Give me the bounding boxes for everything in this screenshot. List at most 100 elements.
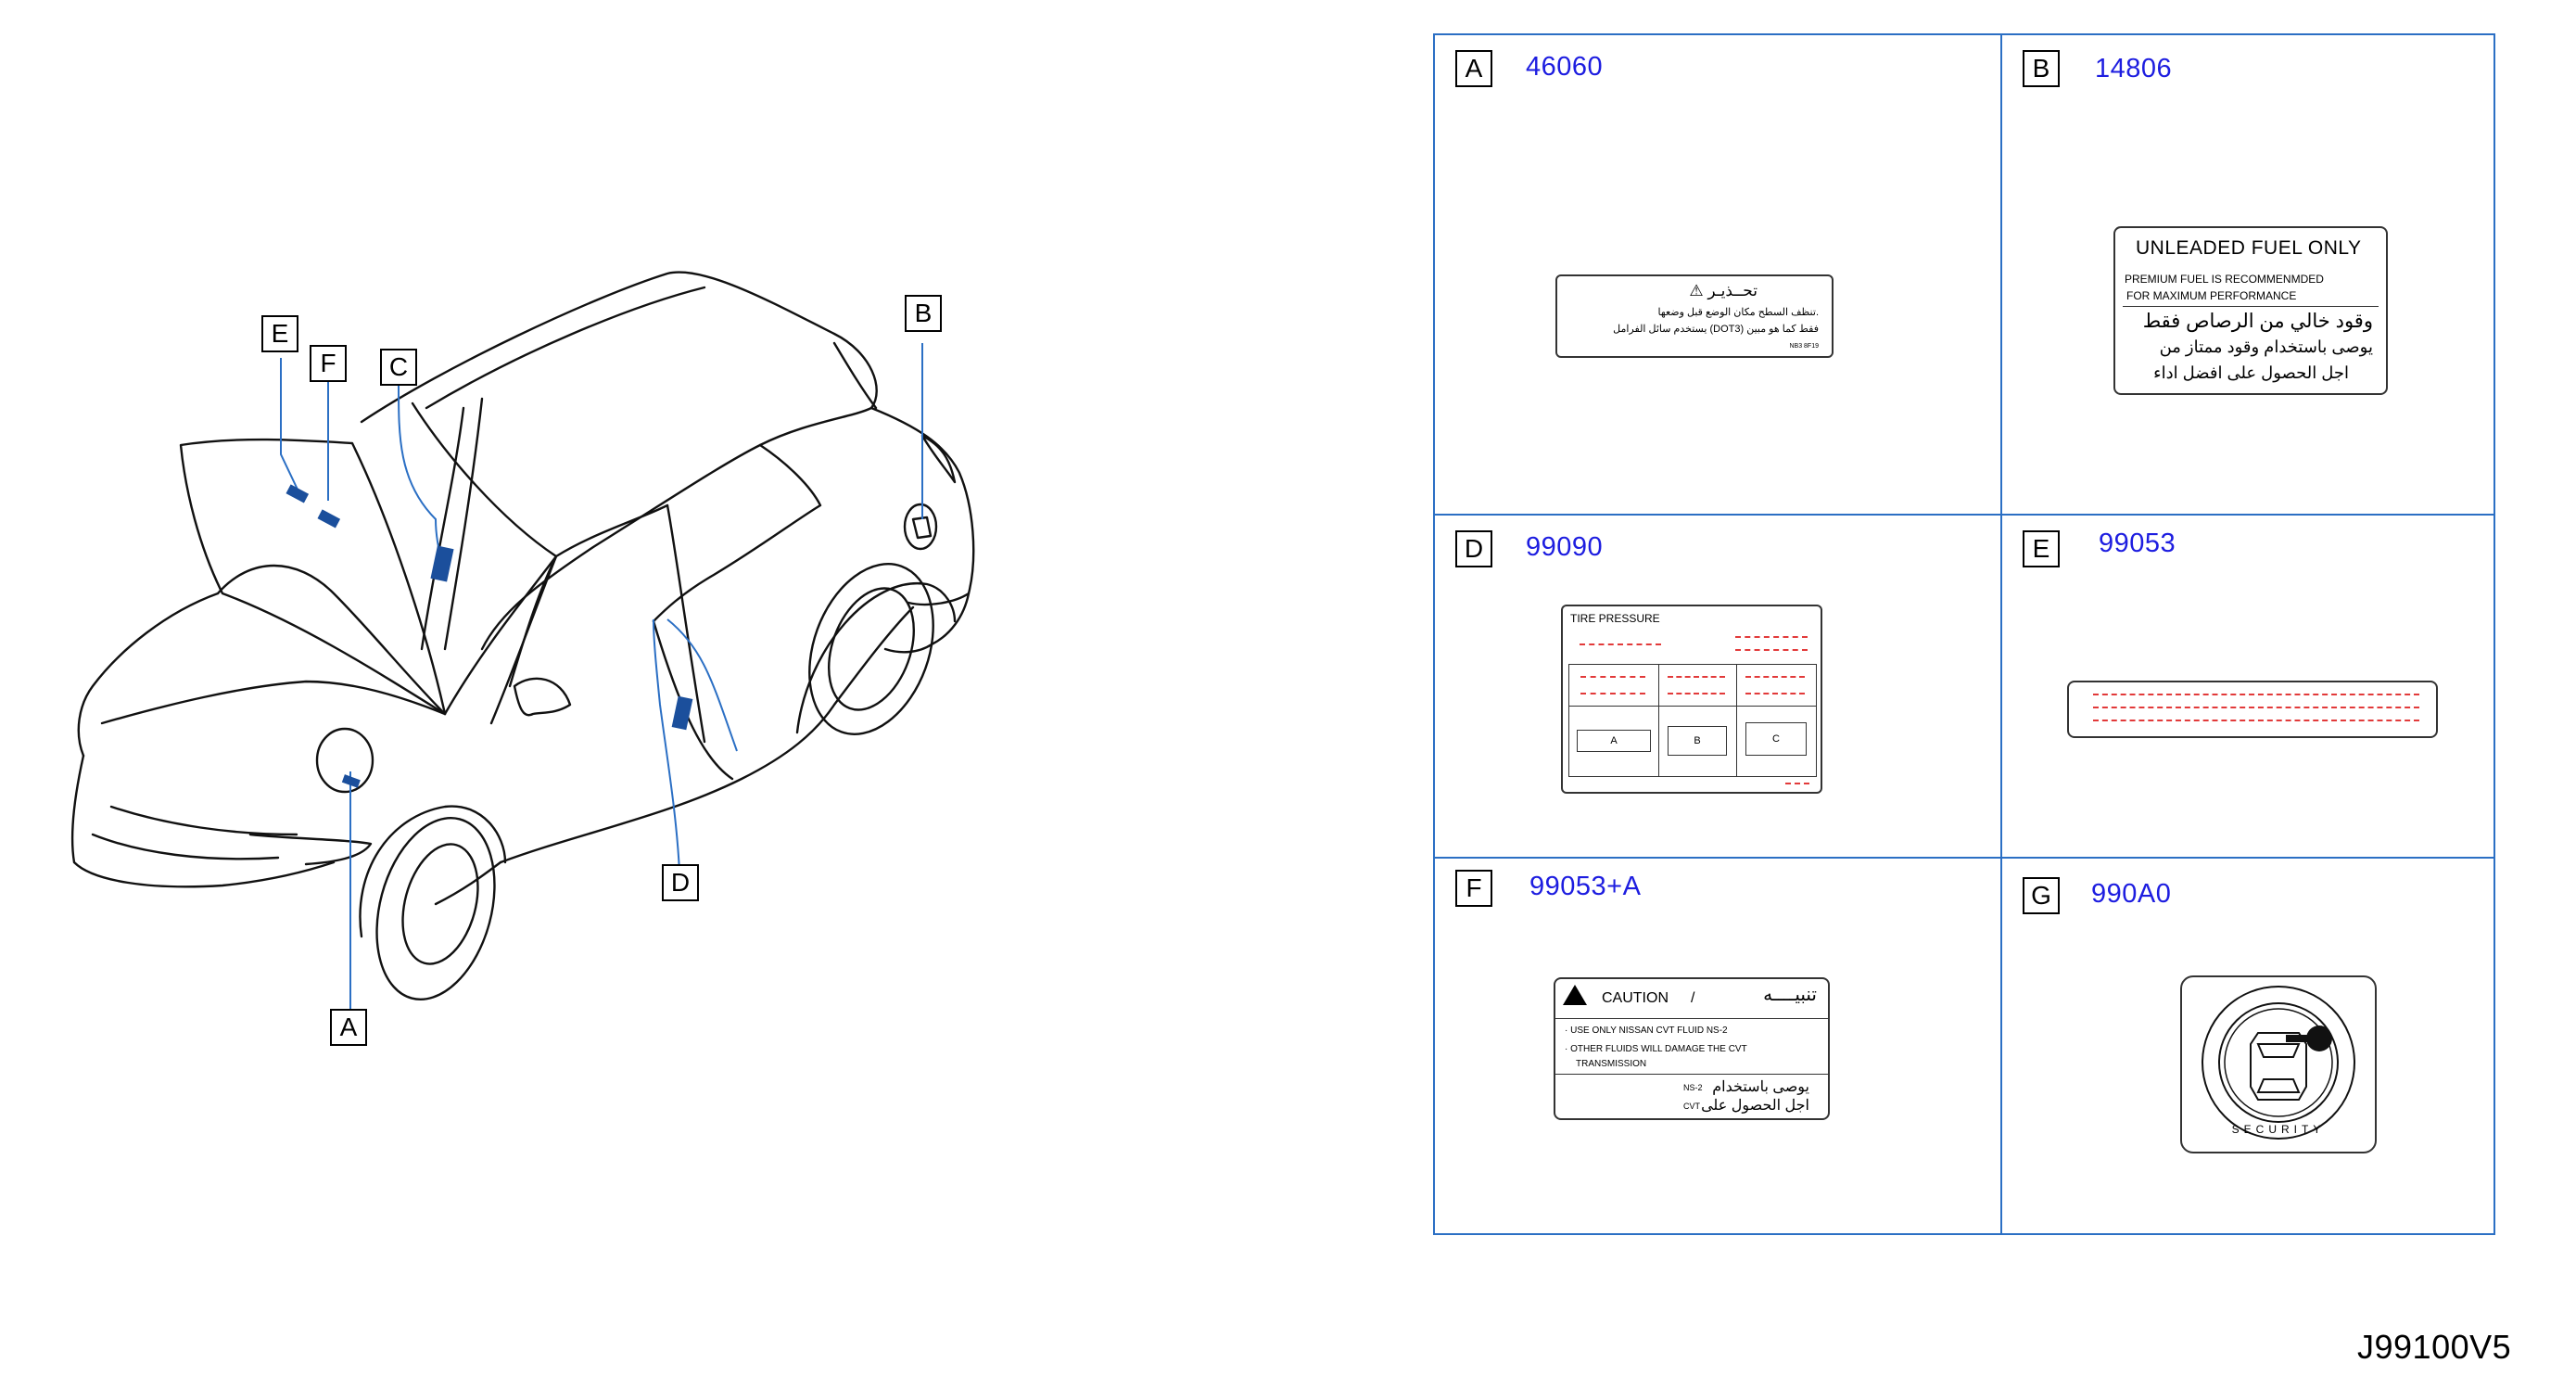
callout-e: E (261, 315, 298, 352)
label-d-table: A B C (1568, 664, 1817, 777)
cell-g-letter: G (2023, 877, 2060, 914)
label-d-title: TIRE PRESSURE (1570, 612, 1660, 625)
rear-pillar (832, 341, 878, 410)
callout-a: A (330, 1009, 367, 1046)
brake-fluid-reservoir (315, 727, 374, 794)
key-fob-icon (2306, 1026, 2332, 1051)
label-a-title: ⚠ تحــذيـر (1689, 282, 1758, 299)
label-a-line2: يستخدم سائل الفرامل (DOT3) فقط كما هو مب… (1613, 324, 1819, 335)
label-d: TIRE PRESSURE A B C (1561, 605, 1822, 794)
label-d-box-b: B (1668, 726, 1727, 756)
front-window (508, 503, 669, 688)
label-d-box-c: C (1745, 722, 1807, 756)
label-b-line1: PREMIUM FUEL IS RECOMMENMDED (2125, 273, 2324, 286)
label-d-dash-2 (1735, 636, 1808, 638)
cell-g: G 990A0 SECURITY (2002, 859, 2494, 1233)
cell-a: A 46060 ⚠ تحــذيـر تنظف السطح مكان الوضع… (1435, 35, 2000, 514)
roof-outline (360, 271, 878, 651)
body-side-lower (499, 605, 915, 864)
label-f-arabic-2-code: CVT (1683, 1102, 1700, 1111)
engine-bay (100, 680, 447, 725)
callout-d: D (662, 864, 699, 901)
rear-window-frame (652, 443, 822, 623)
mirror (513, 677, 572, 717)
rear-door-edge (652, 619, 734, 781)
tail-light (920, 434, 957, 484)
label-b-arabic-1: وقود خالي من الرصاص فقط (2142, 311, 2373, 332)
label-f-arabic-title: تنبيــــه (1763, 985, 1817, 1005)
label-d-dash-3 (1735, 649, 1808, 651)
cell-d-letter: D (1455, 530, 1492, 567)
grid-divider-row2 (1435, 857, 2494, 859)
cell-b: B 14806 UNLEADED FUEL ONLY PREMIUM FUEL … (2002, 35, 2494, 514)
fuel-door (903, 503, 938, 551)
rear-wheel (808, 563, 934, 735)
front-grille (91, 833, 280, 860)
front-wheel (375, 816, 496, 1001)
label-e (2067, 681, 2438, 738)
leader-d2 (666, 618, 738, 752)
document-code: J99100V5 (2357, 1328, 2512, 1366)
leader-e (280, 358, 299, 492)
label-b-line2: FOR MAXIMUM PERFORMANCE (2126, 289, 2297, 302)
label-b: UNLEADED FUEL ONLY PREMIUM FUEL IS RECOM… (2113, 226, 2388, 395)
hood-inner (216, 564, 447, 716)
cell-e-letter: E (2023, 530, 2060, 567)
cell-f-letter: F (1455, 870, 1492, 907)
label-b-arabic-3: اجل الحصول على افضل اداء (2153, 363, 2349, 382)
front-wheel-hub (401, 843, 479, 965)
label-f-arabic-1-code: NS-2 (1683, 1083, 1703, 1092)
rear-wheel-hub (827, 587, 916, 711)
cell-g-part-number: 990A0 (2091, 879, 2172, 909)
label-g: SECURITY (2180, 975, 2377, 1153)
label-d-dash-1 (1580, 643, 1661, 645)
label-f: CAUTION / تنبيــــه · USE ONLY NISSAN CV… (1554, 977, 1830, 1120)
fuel-door-inner (911, 516, 933, 540)
cell-f: F 99053+A CAUTION / تنبيــــه · USE ONLY… (1435, 859, 2000, 1233)
callout-b: B (905, 295, 942, 332)
marker-e (286, 484, 310, 503)
callout-f: F (310, 345, 347, 382)
label-a-small: NB3 8F19 (1789, 343, 1819, 350)
label-b-divider (2123, 306, 2379, 307)
cell-b-part-number: 14806 (2095, 54, 2173, 83)
cell-d-part-number: 99090 (1526, 532, 1604, 562)
label-a-line1: تنظف السطح مكان الوضع قبل وضعها. (1657, 307, 1819, 318)
security-ring-text: SECURITY (2232, 1123, 2326, 1136)
cell-a-letter: A (1455, 50, 1492, 87)
cell-a-part-number: 46060 (1526, 52, 1604, 82)
label-d-box-a: A (1577, 730, 1651, 752)
b-pillar (666, 503, 706, 744)
label-f-line2: · OTHER FLUIDS WILL DAMAGE THE CVT (1565, 1044, 1747, 1054)
headlight (248, 833, 373, 866)
front-wheel-arch (359, 805, 507, 938)
label-f-slash: / (1691, 990, 1695, 1006)
rear-hatch (869, 406, 975, 606)
label-f-line1: · USE ONLY NISSAN CVT FLUID NS-2 (1565, 1026, 1728, 1036)
cell-f-part-number: 99053+A (1529, 872, 1642, 901)
front-fender (77, 592, 220, 758)
front-bumper (70, 754, 336, 888)
rocker-panel (434, 860, 502, 906)
cell-b-letter: B (2023, 50, 2060, 87)
marker-c (430, 545, 454, 582)
label-b-title: UNLEADED FUEL ONLY (2136, 237, 2362, 259)
label-f-arabic-1: يوصى باستخدام (1712, 1079, 1809, 1095)
grid-divider-row1 (1435, 514, 2494, 516)
cell-e: E 99053 (2002, 516, 2494, 857)
roof-rail (425, 286, 706, 410)
front-lower (109, 805, 298, 836)
security-emblem: SECURITY (2202, 986, 2355, 1140)
leader-d (653, 618, 680, 873)
label-d-dash-foot (1785, 783, 1809, 784)
label-f-caution: CAUTION (1602, 990, 1669, 1006)
callout-c: C (380, 349, 417, 386)
label-a: ⚠ تحــذيـر تنظف السطح مكان الوضع قبل وضع… (1555, 274, 1834, 358)
c-pillar-line (420, 397, 484, 651)
cell-e-part-number: 99053 (2099, 529, 2176, 558)
label-grid: A 46060 ⚠ تحــذيـر تنظف السطح مكان الوضع… (1433, 33, 2495, 1235)
leader-c (398, 385, 444, 567)
vehicle-illustration (70, 271, 975, 1009)
marker-f (317, 509, 341, 529)
grid-divider-vertical (2000, 35, 2002, 1233)
